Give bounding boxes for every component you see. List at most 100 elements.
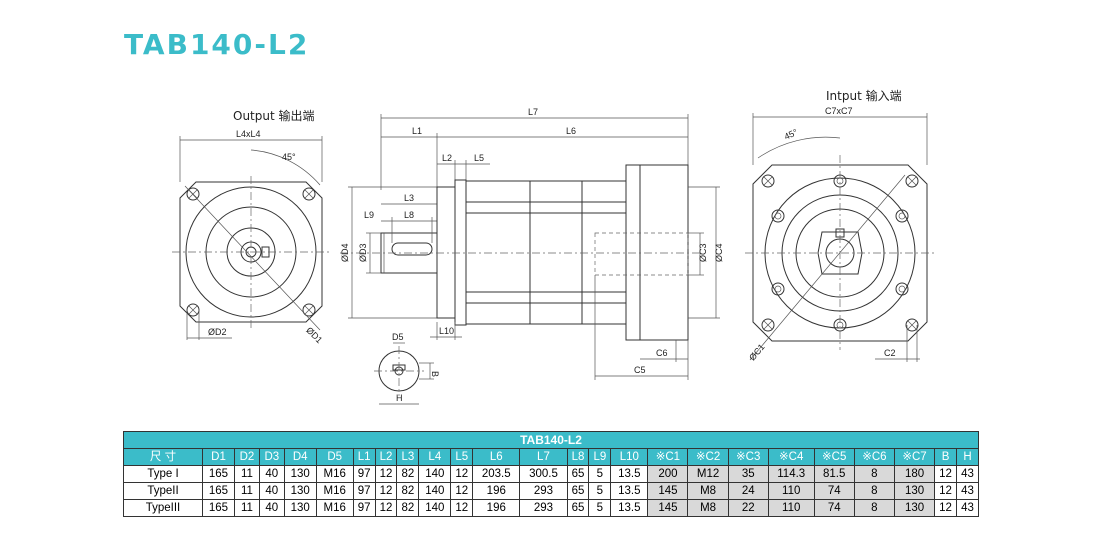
table-cell: 12 [374, 482, 398, 500]
dim-c7xc7: C7xC7 [825, 106, 853, 116]
table-cell: 22 [727, 499, 769, 517]
table-cell: 24 [727, 482, 769, 500]
table-cell: M8 [687, 499, 729, 517]
table-cell: 12 [450, 465, 474, 483]
table-header-cell: L4 [418, 448, 452, 466]
table-cell: M8 [687, 482, 729, 500]
table-cell: 165 [202, 499, 235, 517]
dim-l10: L10 [439, 326, 454, 336]
table-cell: 145 [647, 499, 689, 517]
table-cell: 300.5 [519, 465, 568, 483]
table-header-cell: D2 [233, 448, 260, 466]
table-header-cell: B [934, 448, 957, 466]
table-cell: 203.5 [472, 465, 521, 483]
dim-l8: L8 [404, 210, 414, 220]
dim-d5: D5 [392, 332, 404, 342]
table-cell: 140 [418, 499, 452, 517]
table-cell: M12 [687, 465, 729, 483]
table-cell: 12 [450, 482, 474, 500]
output-view-label: Output 输出端 [233, 108, 315, 123]
output-view: Output 输出端 L4xL4 45° ØD1 ØD2 [172, 108, 332, 345]
table-cell: 196 [472, 482, 521, 500]
table-cell: 8 [853, 482, 895, 500]
table-cell: 130 [893, 482, 936, 500]
table-cell: 140 [418, 465, 452, 483]
table-header-cell: ※C3 [727, 448, 769, 466]
table-cell: 82 [396, 499, 420, 517]
dim-angle-input: 45° [783, 127, 800, 142]
table-row-label: TypeII [123, 482, 203, 500]
table-cell: 165 [202, 465, 235, 483]
table-cell: 13.5 [610, 482, 649, 500]
table-cell: M16 [315, 482, 354, 500]
table-header-cell: D3 [258, 448, 285, 466]
table-cell: 140 [418, 482, 452, 500]
table-cell: 130 [893, 499, 936, 517]
dim-c4: ØC4 [714, 243, 724, 262]
dim-l9: L9 [364, 210, 374, 220]
table-header-cell: L10 [610, 448, 649, 466]
table-header-cell: H [955, 448, 980, 466]
table-cell: 12 [450, 499, 474, 517]
table-cell: 12 [374, 499, 398, 517]
table-cell: 74 [813, 499, 855, 517]
table-cell: 130 [283, 499, 317, 517]
input-view-label: Intput 输入端 [826, 88, 902, 103]
table-cell: 43 [955, 482, 980, 500]
table-cell: 43 [955, 465, 980, 483]
table-header-cell: L5 [450, 448, 474, 466]
table-header-cell: ※C7 [893, 448, 936, 466]
table-cell: 5 [588, 499, 612, 517]
table-header-cell: L6 [472, 448, 521, 466]
table-cell: 13.5 [610, 499, 649, 517]
table-title: TAB140-L2 [123, 431, 979, 449]
table-cell: 8 [853, 499, 895, 517]
table-cell: 200 [647, 465, 689, 483]
table-cell: 81.5 [813, 465, 855, 483]
technical-drawing: Output 输出端 L4xL4 45° ØD1 ØD2 [172, 88, 935, 405]
dim-l1: L1 [412, 126, 422, 136]
table-header-cell: D5 [315, 448, 354, 466]
table-cell: 43 [955, 499, 980, 517]
table-cell: 11 [233, 499, 260, 517]
table-cell: 293 [519, 482, 568, 500]
table-cell: 11 [233, 482, 260, 500]
dim-d2: ØD2 [208, 327, 227, 337]
table-cell: 180 [893, 465, 936, 483]
dim-h: H [396, 393, 403, 403]
table-cell: 65 [566, 499, 590, 517]
table-header-cell: 尺 寸 [123, 448, 203, 466]
table-header-cell: ※C5 [813, 448, 855, 466]
table-cell: 12 [374, 465, 398, 483]
dim-c5: C5 [634, 365, 646, 375]
dim-d1: ØD1 [304, 325, 324, 345]
table-header-cell: ※C1 [647, 448, 689, 466]
table-cell: M16 [315, 465, 354, 483]
table-cell: 5 [588, 465, 612, 483]
table-cell: 130 [283, 465, 317, 483]
table-cell: 13.5 [610, 465, 649, 483]
table-cell: 82 [396, 465, 420, 483]
table-row-label: TypeIII [123, 499, 203, 517]
table-cell: 110 [767, 499, 815, 517]
table-cell: 65 [566, 482, 590, 500]
table-cell: 293 [519, 499, 568, 517]
table-cell: 40 [258, 499, 285, 517]
table-cell: 165 [202, 482, 235, 500]
table-header-cell: L1 [352, 448, 376, 466]
table-cell: 40 [258, 465, 285, 483]
dim-l3: L3 [404, 193, 414, 203]
table-cell: 196 [472, 499, 521, 517]
table-header-cell: L9 [588, 448, 612, 466]
dim-l6: L6 [566, 126, 576, 136]
table-cell: 12 [934, 482, 957, 500]
table-cell: 145 [647, 482, 689, 500]
table-cell: 35 [727, 465, 769, 483]
table-cell: 5 [588, 482, 612, 500]
table-cell: 8 [853, 465, 895, 483]
table-row-label: Type I [123, 465, 203, 483]
